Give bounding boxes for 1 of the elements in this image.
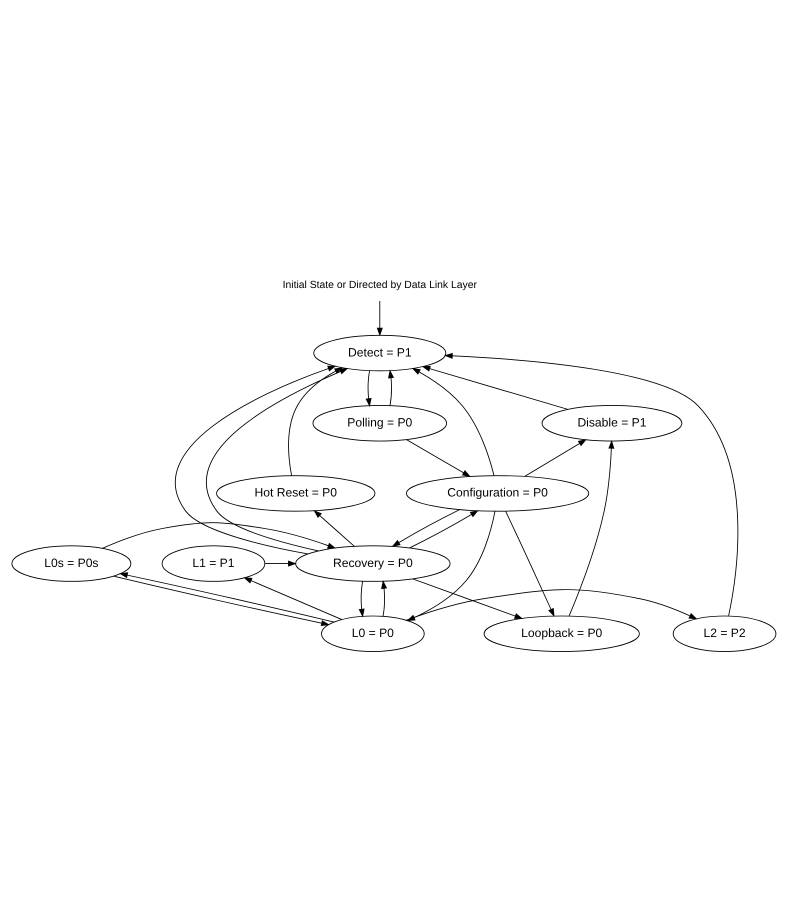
node-text: Initial State or Directed by Data Link Layer [282,279,477,290]
